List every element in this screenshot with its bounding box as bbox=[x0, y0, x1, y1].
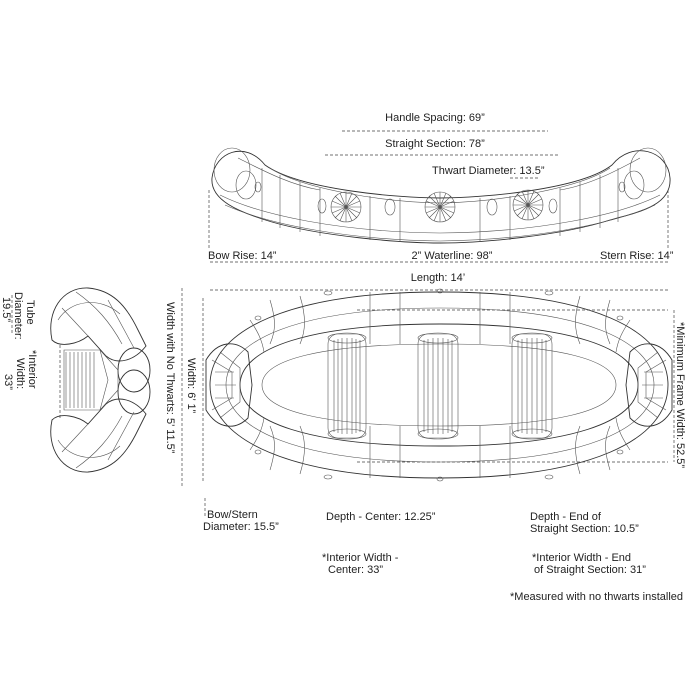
top-hull-outline bbox=[209, 291, 669, 479]
top-inner-outline bbox=[239, 323, 639, 447]
end-lower-tube bbox=[50, 398, 147, 473]
thwart-end-2 bbox=[424, 191, 456, 223]
interior-width-line3: 33” bbox=[2, 374, 14, 390]
interior-center-line2: Center: 33” bbox=[328, 564, 384, 576]
interior-end-line2: of Straight Section: 31” bbox=[534, 564, 646, 576]
min-frame-width-label: *Minimum Frame Width: 52.5” bbox=[674, 322, 686, 469]
top-thwart-3 bbox=[511, 332, 553, 440]
interior-width-line2: Width: bbox=[14, 358, 26, 390]
handle-spacing-label: Handle Spacing: 69” bbox=[385, 112, 485, 124]
bow-rise-label: Bow Rise: 14” bbox=[208, 250, 277, 262]
top-thwart-1 bbox=[327, 332, 367, 440]
length-label: Length: 14’ bbox=[410, 272, 466, 284]
straight-section-label: Straight Section: 78” bbox=[385, 138, 485, 150]
thwart-diameter-label: Thwart Diameter: 13.5” bbox=[432, 165, 545, 177]
side-handles bbox=[254, 181, 626, 216]
interior-width-line1: *Interior bbox=[26, 350, 38, 389]
top-handles bbox=[254, 288, 624, 482]
tube-label-line3: 19.5” bbox=[0, 297, 12, 323]
width-label: Width: 6’ 1” bbox=[185, 358, 197, 414]
end-view bbox=[11, 287, 151, 473]
depth-center-label: Depth - Center: 12.25” bbox=[326, 511, 436, 523]
side-view bbox=[208, 130, 671, 263]
stern-rise-label: Stern Rise: 14” bbox=[600, 250, 674, 262]
tube-label-line1: Tube bbox=[24, 300, 36, 325]
bow-stern-diameter-line1: Bow/Stern bbox=[207, 509, 258, 521]
side-hull-outline bbox=[211, 150, 671, 244]
end-upper-tube bbox=[50, 287, 147, 362]
waterline-label: 2” Waterline: 98” bbox=[411, 250, 493, 262]
top-thwart-2 bbox=[417, 332, 459, 440]
interior-center-line1: *Interior Width - bbox=[322, 552, 399, 564]
bow-stern-diameter-line2: Diameter: 15.5” bbox=[203, 521, 279, 533]
thwart-end-3 bbox=[512, 189, 544, 221]
width-no-thwarts-label: Width with No Thwarts: 5’ 11.5” bbox=[164, 302, 176, 454]
footnote: *Measured with no thwarts installed bbox=[510, 591, 684, 603]
depth-end-line1: Depth - End of bbox=[530, 511, 601, 523]
interior-end-line1: *Interior Width - End bbox=[532, 552, 632, 564]
thwart-end-1 bbox=[330, 191, 362, 223]
top-view bbox=[181, 288, 675, 518]
tube-label-line2: Diameter: bbox=[12, 292, 24, 340]
depth-end-line2: Straight Section: 10.5” bbox=[530, 523, 639, 535]
